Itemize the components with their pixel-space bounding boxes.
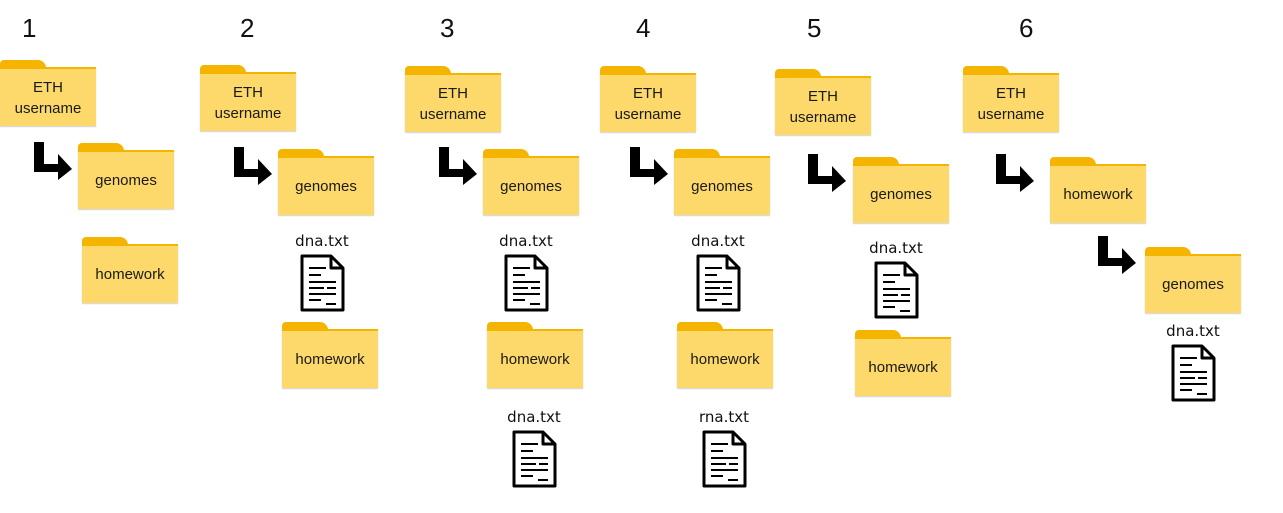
folder-label: genomes [691, 178, 753, 195]
document-icon [701, 430, 747, 488]
folder-label: genomes [1162, 276, 1224, 293]
folder-label-line1: ETH [808, 87, 838, 105]
folder-genomes[interactable]: genomes [483, 149, 579, 215]
child-arrow-icon [32, 142, 74, 180]
file-dna-txt[interactable]: dna.txt [292, 232, 352, 312]
file-dna-txt[interactable]: dna.txt [504, 408, 564, 488]
folder-label: genomes [95, 172, 157, 189]
folder-label: homework [295, 351, 365, 368]
document-icon [1170, 344, 1216, 402]
file-dna-txt[interactable]: dna.txt [688, 232, 748, 312]
folder-eth-username[interactable]: ETH username [200, 65, 296, 131]
folder-homework[interactable]: homework [82, 237, 178, 303]
folder-homework[interactable]: homework [677, 322, 773, 388]
folder-label-line2: username [419, 105, 487, 123]
file-name: dna.txt [691, 232, 745, 250]
folder-genomes[interactable]: genomes [78, 143, 174, 209]
stage-number-3: 3 [440, 13, 455, 43]
child-arrow-icon [232, 147, 274, 185]
stage-number-5: 5 [807, 13, 822, 43]
stage-number-6: 6 [1019, 13, 1034, 43]
folder-eth-username[interactable]: ETH username [405, 66, 501, 132]
folder-label-line1: ETH [233, 83, 263, 101]
folder-label-line1: ETH [996, 84, 1026, 102]
folder-label-line2: username [14, 99, 82, 117]
child-arrow-icon [437, 147, 479, 185]
folder-eth-username[interactable]: ETH username [775, 69, 871, 135]
folder-homework[interactable]: homework [1050, 157, 1146, 223]
document-icon [511, 430, 557, 488]
file-name: dna.txt [1166, 322, 1220, 340]
folder-label-line2: username [214, 104, 282, 122]
child-arrow-icon [994, 154, 1036, 192]
folder-label-line1: ETH [438, 84, 468, 102]
file-name: dna.txt [869, 239, 923, 257]
folder-label-line2: username [977, 105, 1045, 123]
child-arrow-icon [806, 154, 848, 192]
folder-label-line2: username [789, 108, 857, 126]
folder-label: genomes [870, 186, 932, 203]
folder-label: genomes [500, 178, 562, 195]
stage-number-1: 1 [22, 13, 37, 43]
folder-label-line2: username [614, 105, 682, 123]
folder-label: homework [500, 351, 570, 368]
folder-label-line1: ETH [633, 84, 663, 102]
folder-genomes[interactable]: genomes [278, 149, 374, 215]
document-icon [695, 254, 741, 312]
stage-number-2: 2 [240, 13, 255, 43]
document-icon [503, 254, 549, 312]
folder-label-line1: ETH [33, 78, 63, 96]
document-icon [299, 254, 345, 312]
folder-label: genomes [295, 178, 357, 195]
document-icon [873, 261, 919, 319]
child-arrow-icon [628, 147, 670, 185]
folder-label: homework [690, 351, 760, 368]
folder-eth-username[interactable]: ETH username [963, 66, 1059, 132]
file-dna-txt[interactable]: dna.txt [1163, 322, 1223, 402]
file-rna-txt[interactable]: rna.txt [694, 408, 754, 488]
folder-homework[interactable]: homework [282, 322, 378, 388]
file-name: rna.txt [698, 408, 749, 426]
folder-label: homework [868, 359, 938, 376]
folder-genomes[interactable]: genomes [674, 149, 770, 215]
folder-eth-username[interactable]: ETH username [600, 66, 696, 132]
folder-genomes[interactable]: genomes [1145, 247, 1241, 313]
stage-number-4: 4 [636, 13, 651, 43]
folder-label: homework [1063, 186, 1133, 203]
folder-eth-username[interactable]: ETH username [0, 60, 96, 126]
child-arrow-icon [1096, 236, 1138, 274]
folder-homework[interactable]: homework [855, 330, 951, 396]
file-name: dna.txt [507, 408, 561, 426]
file-dna-txt[interactable]: dna.txt [866, 239, 926, 319]
file-name: dna.txt [499, 232, 553, 250]
file-name: dna.txt [295, 232, 349, 250]
folder-homework[interactable]: homework [487, 322, 583, 388]
file-dna-txt[interactable]: dna.txt [496, 232, 556, 312]
folder-genomes[interactable]: genomes [853, 157, 949, 223]
folder-label: homework [95, 266, 165, 283]
